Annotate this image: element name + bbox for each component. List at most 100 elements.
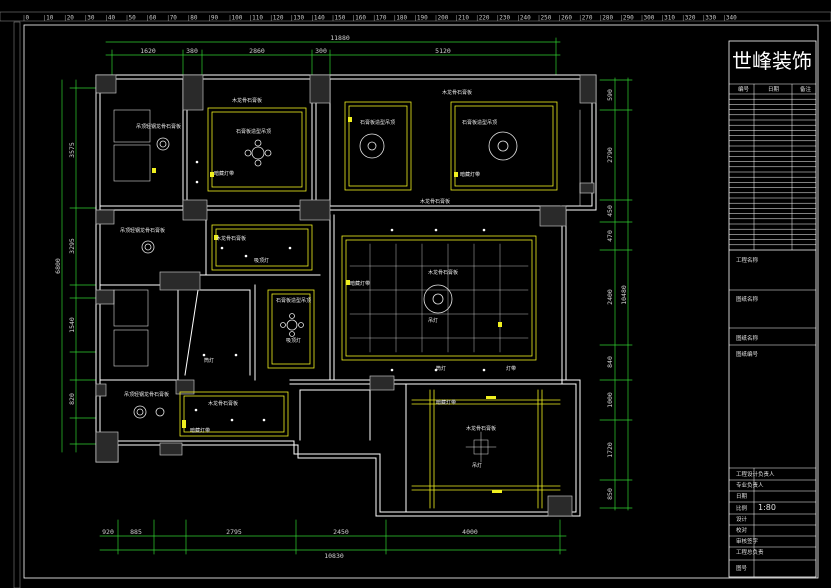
dim-top-4: 300 <box>315 47 327 55</box>
dim-right-2: 2790 <box>606 147 614 163</box>
tb-drawing-name-2: 图纸名称 <box>736 334 759 342</box>
ruler-number: 30 <box>87 15 95 22</box>
dining-lamp <box>465 431 497 463</box>
downlights <box>194 160 486 422</box>
title-block: 世峰装饰 编号 日期 备注 工程名称 图纸名称 图纸名称 图纸编号 工程设计负责… <box>728 40 817 578</box>
label-study: 吊顶轻钢龙骨石膏板 <box>120 227 165 234</box>
label-kid-light: 暗藏灯带 <box>190 427 210 434</box>
dim-right-7: 1000 <box>606 392 614 408</box>
dim-right-4: 470 <box>606 230 614 242</box>
company-name: 世峰装饰 <box>732 49 812 73</box>
label-hall: 石膏板造型吊顶 <box>276 297 311 304</box>
dim-right-6: 840 <box>606 356 614 368</box>
dim-right-total: 10480 <box>620 285 628 305</box>
tb-bottom-rows: 工程设计负责人 专业负责人 日期 比例 1:80 设计 校对 审核签字 工程总负… <box>729 468 816 577</box>
dim-bottom-2: 885 <box>130 528 142 536</box>
ruler-number: 120 <box>273 15 284 22</box>
tb-drawing-number: 图纸编号 <box>736 350 759 358</box>
dim-right-8: 1720 <box>606 442 614 458</box>
ruler-number: 50 <box>129 15 137 22</box>
ruler-number: 320 <box>685 15 696 22</box>
ruler-number: 110 <box>252 15 263 22</box>
label-dining-top: 筒灯 <box>436 365 446 372</box>
living-ceiling-grid <box>349 243 529 353</box>
tb-date: 日期 <box>736 493 748 500</box>
label-master-ceiling: 木龙骨石膏板 <box>232 97 262 104</box>
sheet-border <box>23 24 819 579</box>
left-window-frames <box>95 91 581 367</box>
ruler-number: 180 <box>396 15 407 22</box>
dim-right-9: 850 <box>606 488 614 500</box>
ruler-number: 190 <box>417 15 428 22</box>
ruler-number: 100 <box>232 15 243 22</box>
tb-review: 校对 <box>736 526 748 534</box>
ruler-number: 270 <box>582 15 593 22</box>
ruler-number: 220 <box>479 15 490 22</box>
lamp-fixtures <box>133 131 518 419</box>
label-bedroom2: 石膏板造型吊顶 <box>360 119 395 126</box>
label-master-light: 暗藏灯带 <box>214 170 234 177</box>
ruler-number: 310 <box>664 15 675 22</box>
dim-top-5: 5120 <box>435 47 451 55</box>
label-bedroom3-light: 暗藏灯带 <box>460 171 480 178</box>
ruler-number: 140 <box>314 15 325 22</box>
tb-project-name: 工程名称 <box>736 256 759 264</box>
tb-stamp: 图号 <box>736 564 748 572</box>
dim-left-3: 3295 <box>68 238 76 254</box>
dimension-lines <box>61 37 633 555</box>
label-top-right: 木龙骨石膏板 <box>442 89 472 96</box>
label-living-lamp: 吊灯 <box>428 317 438 324</box>
dim-left-7: 820 <box>68 393 76 405</box>
ruler-number: 150 <box>335 15 346 22</box>
dim-left-total: 6800 <box>54 258 62 274</box>
label-kid-shape: 木龙骨石膏板 <box>208 400 238 407</box>
ruler-number: 40 <box>108 15 116 22</box>
dimension-labels: 11880 1620 380 2860 300 5120 10830 920 8… <box>54 34 628 560</box>
tb-scale-value: 1:80 <box>758 503 776 512</box>
ruler-number: 250 <box>541 15 552 22</box>
label-bath-light: 吸顶灯 <box>254 257 269 264</box>
tb-scale-label: 比例 <box>736 504 748 512</box>
dim-left-5: 1540 <box>68 317 76 333</box>
ruler-number: 80 <box>190 15 198 22</box>
label-dining: 木龙骨石膏板 <box>466 425 496 432</box>
dining-ceiling <box>411 389 561 509</box>
dim-bottom-5: 4000 <box>462 528 478 536</box>
dim-bottom-3: 2795 <box>226 528 242 536</box>
label-living: 木龙骨石膏板 <box>428 269 458 276</box>
ruler-number: 70 <box>170 15 178 22</box>
ruler-number: 210 <box>458 15 469 22</box>
ruler-number: 280 <box>602 15 613 22</box>
label-bath: 木龙骨石膏板 <box>216 235 246 242</box>
ruler-number: 230 <box>499 15 510 22</box>
ruler-number: 170 <box>376 15 387 22</box>
ruler-number: 130 <box>293 15 304 22</box>
label-dining-right: 灯带 <box>506 365 516 372</box>
ruler-number: 330 <box>705 15 716 22</box>
label-kid-room: 吊顶轻钢龙骨石膏板 <box>124 391 169 398</box>
ruler-number: 300 <box>644 15 655 22</box>
ruler-number: 60 <box>149 15 157 22</box>
tb-col-date: 日期 <box>768 86 780 93</box>
ruler-number: 290 <box>623 15 634 22</box>
ruler-number: 340 <box>726 15 737 22</box>
ruler-number: 90 <box>211 15 219 22</box>
dim-right-1: 590 <box>606 89 614 101</box>
label-hall-lamp: 吸顶灯 <box>286 337 301 344</box>
floor-plan: 11880 1620 380 2860 300 5120 10830 920 8… <box>54 34 633 560</box>
dim-top-3: 2860 <box>249 47 265 55</box>
dim-right-5: 2400 <box>606 289 614 305</box>
dim-bottom-4: 2450 <box>333 528 349 536</box>
ruler-number: 240 <box>520 15 531 22</box>
tb-design: 设计 <box>736 515 748 523</box>
label-dining-strip: 暗藏灯带 <box>436 399 456 406</box>
tb-approve: 审核签字 <box>736 537 759 545</box>
room-annotations: 吊顶轻钢龙骨石膏板 木龙骨石膏板 石膏板造型吊顶 暗藏灯带 石膏板造型吊顶 木龙… <box>120 89 516 469</box>
tb-col-number: 编号 <box>738 85 750 93</box>
label-corridor: 木龙骨石膏板 <box>420 198 450 205</box>
ruler-number: 160 <box>355 15 366 22</box>
ruler-number: 0 <box>26 15 30 22</box>
label-bedroom-ceiling: 吊顶轻钢龙骨石膏板 <box>136 123 181 130</box>
